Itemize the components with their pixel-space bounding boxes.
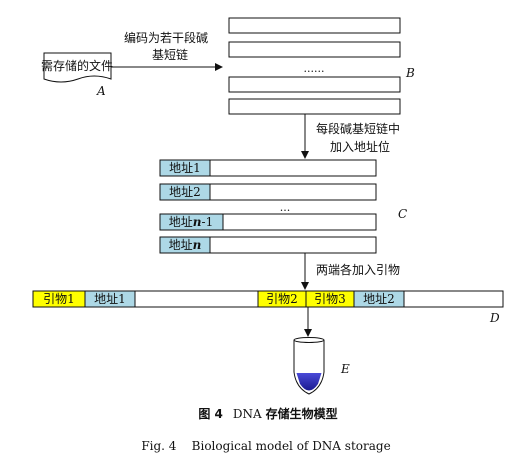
address-block-n-1 — [159, 213, 224, 231]
stage-d-tag: D — [489, 311, 500, 325]
primer-label-3: 引物3 — [314, 292, 346, 306]
short-strand-1 — [228, 17, 401, 34]
primer-label-1: 引物1 — [43, 292, 75, 306]
test-tube-rim — [293, 337, 325, 343]
file-label: 需存储的文件 — [41, 58, 113, 73]
address-label-1: 地址1 — [169, 161, 201, 175]
address-block-d2 — [353, 290, 405, 308]
add-primer-label: 两端各加入引物 — [316, 262, 400, 277]
add-address-label-line1: 每段碱基短链中 — [316, 121, 400, 136]
address-label-n: 地址n — [169, 238, 202, 252]
short-strand-3 — [228, 76, 401, 93]
address-label-2: 地址2 — [169, 185, 201, 199]
add-address-label-line2: 加入地址位 — [330, 139, 390, 154]
file-document-shape — [43, 52, 112, 83]
strand-ellipsis-b: ...... — [304, 62, 325, 75]
file-tag: A — [96, 84, 106, 98]
address-block-2 — [159, 183, 211, 201]
encode-label-line2: 基短链 — [152, 47, 188, 62]
stage-e-tag: E — [340, 362, 350, 376]
caption-en: Fig. 4 Biological model of DNA storage — [141, 439, 390, 453]
address-block-1 — [159, 159, 211, 177]
short-strand-2 — [228, 41, 401, 58]
stage-c-tag: C — [398, 207, 407, 221]
short-strand-4 — [228, 98, 401, 115]
test-tube-outline — [293, 340, 325, 395]
address-label-n-1: 地址n-1 — [169, 215, 213, 229]
stage-b-tag: B — [405, 66, 415, 80]
primer-label-2: 引物2 — [266, 292, 298, 306]
test-tube-liquid — [296, 373, 322, 391]
address-block-d1 — [84, 290, 136, 308]
address-label-d2: 地址2 — [363, 292, 395, 306]
encode-label-line1: 编码为若干段碱 — [124, 30, 208, 45]
strand-ellipsis-c: ... — [280, 201, 291, 214]
address-block-n — [159, 236, 211, 254]
address-label-d1: 地址1 — [94, 292, 126, 306]
